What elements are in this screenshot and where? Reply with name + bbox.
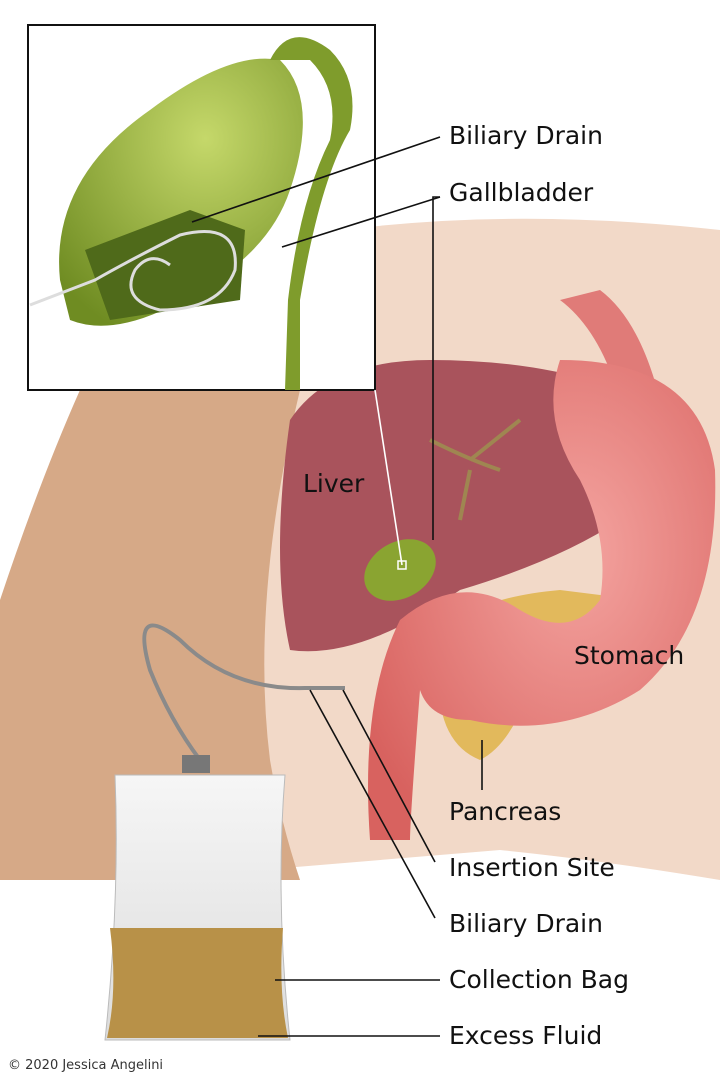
label-biliary-drain-bottom: Biliary Drain [449, 909, 603, 938]
bag-connector [182, 755, 210, 773]
label-gallbladder: Gallbladder [449, 178, 594, 207]
excess-fluid-shape [107, 928, 288, 1038]
arm [0, 390, 300, 880]
drain-tube [142, 623, 345, 762]
label-insertion-site: Insertion Site [449, 853, 615, 882]
leader-lines [191, 136, 483, 1037]
label-excess-fluid: Excess Fluid [449, 1021, 603, 1050]
label-liver: Liver [303, 469, 365, 498]
gallbladder-shape [364, 539, 436, 601]
inset-drain-coil [29, 230, 237, 312]
label-pancreas: Pancreas [449, 797, 562, 826]
label-biliary-drain-top: Biliary Drain [449, 121, 603, 150]
label-stomach: Stomach [574, 641, 685, 670]
copyright: © 2020 Jessica Angelini [8, 1058, 164, 1073]
stomach-shape [368, 360, 716, 840]
label-collection-bag: Collection Bag [449, 965, 629, 994]
